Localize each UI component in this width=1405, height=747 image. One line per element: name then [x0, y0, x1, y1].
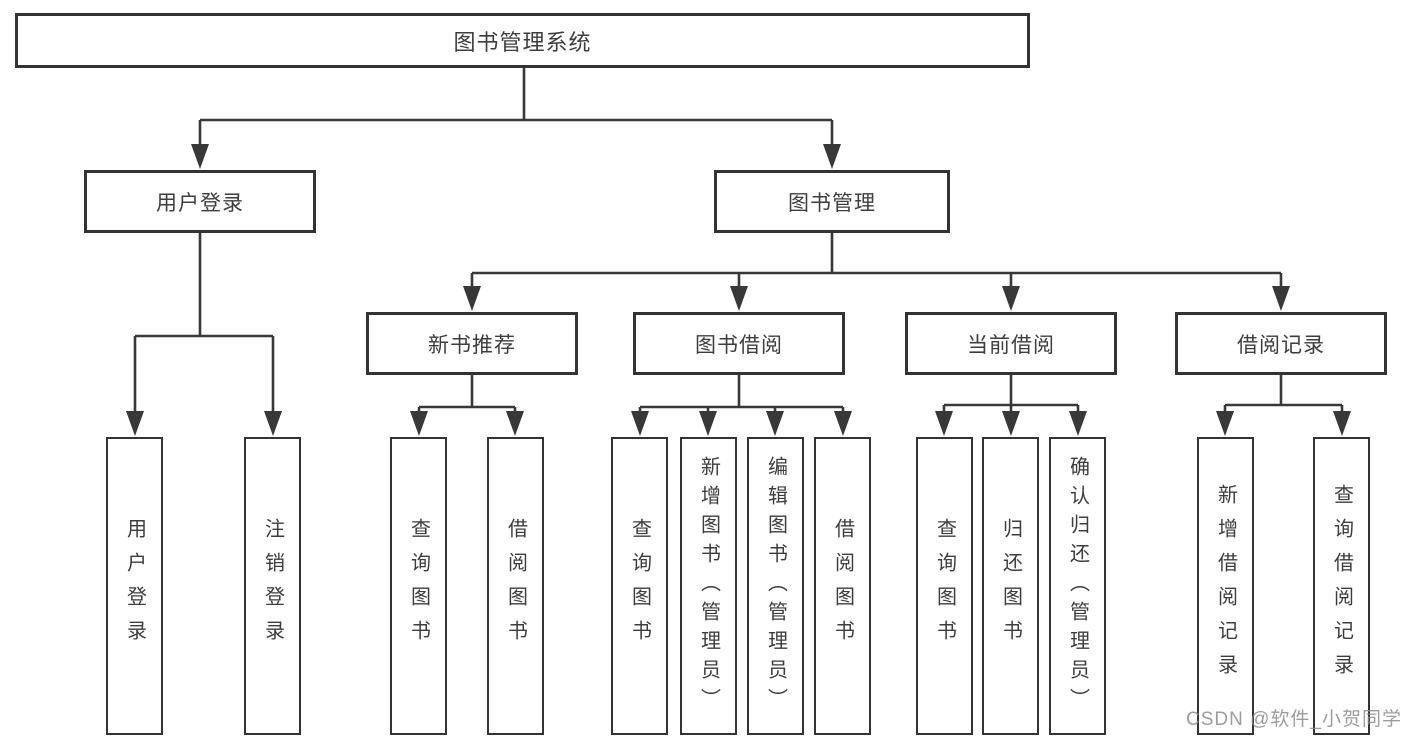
node-borrow-records: 借阅记录 — [1175, 312, 1387, 375]
edge-borrow-records-to-children — [1223, 375, 1344, 428]
leaf-query-book-new-rec: 查询图书 — [390, 437, 447, 735]
leaf-logout: 注销登录 — [244, 437, 301, 735]
edge-book-mgmt-to-level3 — [470, 233, 1283, 303]
node-book-borrow: 图书借阅 — [633, 312, 845, 375]
arrowheads — [126, 144, 1351, 436]
node-book-mgmt: 图书管理 — [714, 170, 950, 233]
leaf-query-book-current: 查询图书 — [916, 437, 973, 735]
node-root: 图书管理系统 — [15, 13, 1030, 68]
leaf-add-book-admin: 新增图书（管理员） — [680, 437, 737, 735]
leaf-query-borrow-record: 查询借阅记录 — [1313, 437, 1370, 735]
node-user-login: 用户登录 — [84, 170, 316, 233]
leaf-query-book-borrow: 查询图书 — [611, 437, 668, 735]
leaf-edit-book-admin: 编辑图书（管理员） — [747, 437, 804, 735]
leaf-return-book: 归还图书 — [982, 437, 1039, 735]
edge-book-borrow-to-children — [638, 375, 845, 428]
csdn-watermark: CSDN @软件_小贺同学 — [1186, 709, 1402, 730]
edge-root-to-level2 — [198, 68, 834, 160]
leaf-add-borrow-record: 新增借阅记录 — [1197, 437, 1254, 735]
leaf-user-login: 用户登录 — [106, 437, 163, 735]
edge-user-login-to-children — [133, 233, 275, 428]
edge-new-book-rec-to-children — [417, 375, 517, 428]
leaf-confirm-return-admin: 确认归还（管理员） — [1049, 437, 1106, 735]
node-new-book-rec: 新书推荐 — [366, 312, 578, 375]
leaf-borrow-book-borrow: 借阅图书 — [814, 437, 871, 735]
leaf-borrow-book-new-rec: 借阅图书 — [487, 437, 544, 735]
node-current-borrow: 当前借阅 — [905, 312, 1117, 375]
